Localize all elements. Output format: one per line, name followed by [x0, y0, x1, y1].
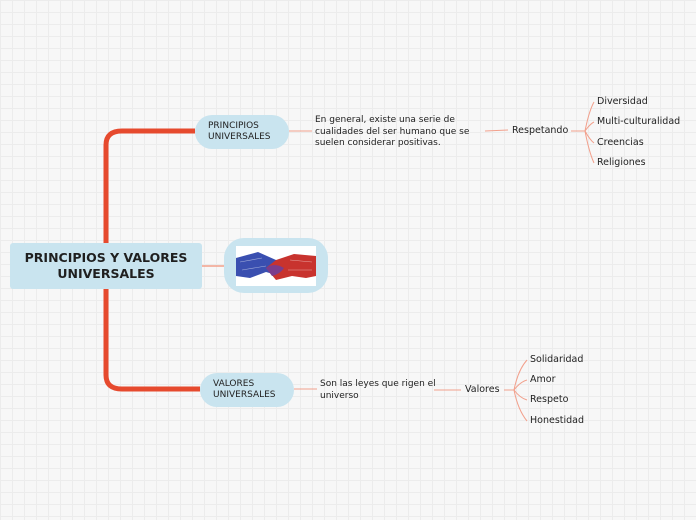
branch1-connector-line: [484, 129, 509, 132]
central-topic[interactable]: PRINCIPIOS Y VALORES UNIVERSALES: [10, 243, 202, 289]
leaf-solidaridad[interactable]: Solidaridad: [530, 354, 583, 365]
leaf-diversidad[interactable]: Diversidad: [597, 96, 648, 107]
branch1-fan: [571, 101, 595, 164]
leaf-label: Respeto: [530, 394, 569, 405]
trunk-line-bottom: [103, 289, 200, 392]
description-text: En general, existe una serie de cualidad…: [315, 115, 470, 148]
leaf-amor[interactable]: Amor: [530, 374, 555, 385]
branch2-fan: [504, 359, 528, 422]
leaf-label: Multi-culturalidad: [597, 116, 681, 127]
description-text: Son las leyes que rigen el universo: [320, 379, 436, 401]
subtopic-valores-description[interactable]: Son las leyes que rigen el universo: [320, 379, 440, 402]
leaf-label: Diversidad: [597, 96, 648, 107]
central-topic-label: PRINCIPIOS Y VALORES UNIVERSALES: [24, 250, 188, 281]
main-topic-valores-label: VALORES UNIVERSALES: [213, 379, 276, 400]
leaf-label: Amor: [530, 374, 556, 385]
leaf-label: Creencias: [597, 137, 644, 148]
subtopic-principios-description[interactable]: En general, existe una serie de cualidad…: [315, 115, 485, 150]
leaf-honestidad[interactable]: Honestidad: [530, 415, 584, 426]
leaf-creencias[interactable]: Creencias: [597, 137, 644, 148]
leaf-label: Honestidad: [530, 415, 585, 426]
main-topic-principios-label: PRINCIPIOS UNIVERSALES: [208, 121, 271, 142]
connector-label: Valores: [465, 384, 500, 395]
leaf-religiones[interactable]: Religiones: [597, 157, 646, 168]
main-topic-valores[interactable]: VALORES UNIVERSALES: [200, 373, 294, 407]
connector-respetando[interactable]: Respetando: [512, 125, 568, 136]
leaf-label: Religiones: [597, 157, 646, 168]
leaf-respeto[interactable]: Respeto: [530, 394, 568, 405]
leaf-multiculturalidad[interactable]: Multi-culturalidad: [597, 116, 680, 127]
trunk-line-top: [103, 128, 195, 243]
handshake-image: [236, 245, 316, 286]
main-topic-principios[interactable]: PRINCIPIOS UNIVERSALES: [195, 115, 289, 149]
leaf-label: Solidaridad: [530, 354, 584, 365]
connector-label: Respetando: [512, 125, 569, 136]
connector-valores[interactable]: Valores: [465, 384, 500, 395]
image-topic[interactable]: [224, 238, 328, 293]
